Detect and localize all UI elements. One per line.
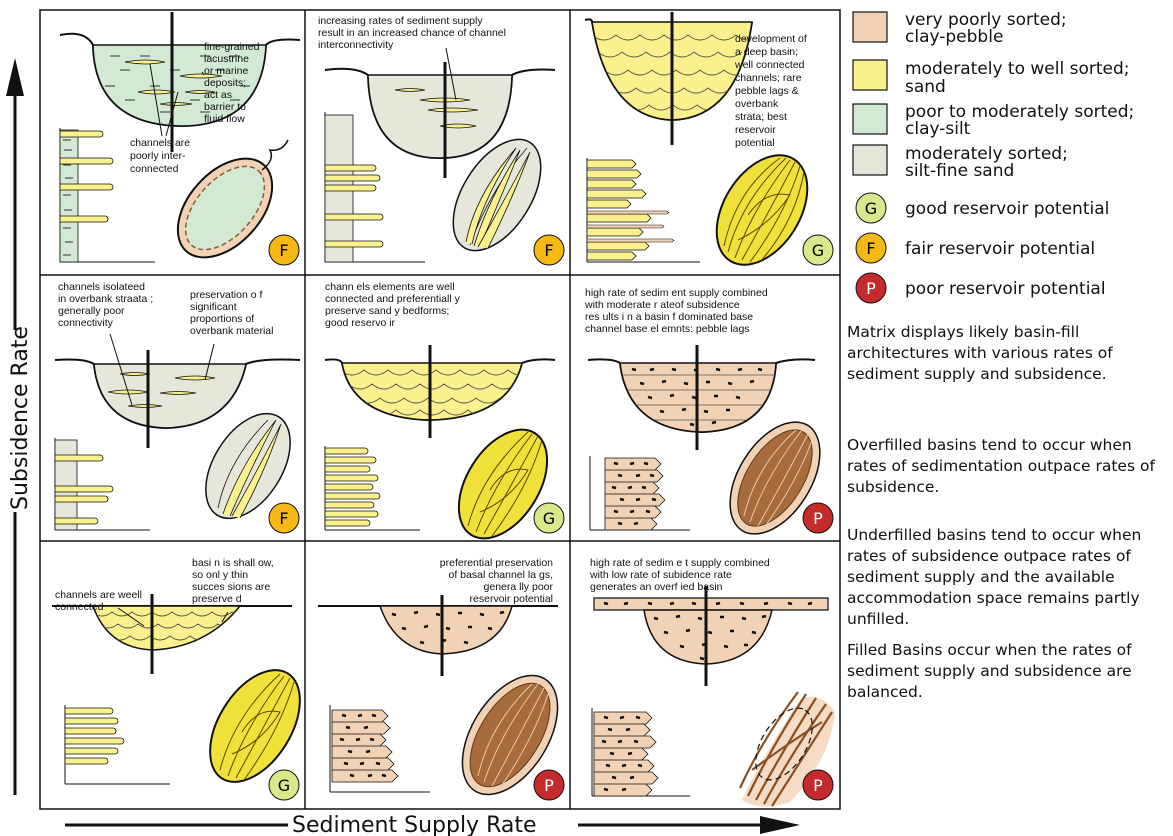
svg-text:P: P (813, 776, 823, 795)
legend-fair-potential: F fair reservoir potential (856, 233, 1095, 263)
cell-r2c1: channels isolateedin overbank straata ;g… (55, 281, 308, 533)
svg-text:F: F (866, 239, 875, 258)
svg-text:fair reservoir potential: fair reservoir potential (905, 239, 1095, 259)
stratigraphic-column (592, 708, 690, 796)
svg-text:good reservoir potential: good reservoir potential (905, 199, 1109, 219)
stratigraphic-column (325, 446, 420, 530)
svg-text:P: P (544, 776, 554, 795)
y-axis-label: Subsidence Rate (8, 326, 33, 510)
legend-good-potential: G good reservoir potential (856, 193, 1109, 223)
svg-text:silt-fine sand: silt-fine sand (905, 161, 1014, 181)
svg-text:G: G (865, 199, 877, 218)
svg-text:G: G (278, 776, 290, 795)
svg-text:development ofa deep basin;wel: development ofa deep basin;well connecte… (734, 33, 807, 149)
svg-text:high rate of sedim e t supply: high rate of sedim e t supply combinedwi… (589, 557, 770, 593)
stratigraphic-column (330, 705, 430, 792)
badge-poor: P (803, 770, 833, 800)
svg-text:P: P (813, 509, 823, 528)
basin-cross-section (585, 12, 760, 145)
note-filled: Filled Basins occur when the rates of se… (847, 640, 1172, 703)
sediment-supply-axis: Sediment Supply Rate (65, 810, 800, 836)
badge-good: G (534, 503, 564, 533)
basin-cross-section (318, 595, 558, 676)
svg-text:G: G (812, 241, 824, 260)
svg-text:poor reservoir potential: poor reservoir potential (905, 279, 1106, 299)
stratigraphic-column (65, 705, 170, 784)
subsidence-axis: Subsidence Rate (2, 58, 33, 795)
x-axis-label: Sediment Supply Rate (292, 813, 537, 836)
svg-text:P: P (866, 279, 876, 298)
note-matrix: Matrix displays likely basin-fill archit… (847, 322, 1172, 385)
svg-text:clay-pebble: clay-pebble (905, 27, 1003, 47)
svg-text:moderately to well sorted;: moderately to well sorted; (905, 59, 1130, 79)
badge-poor: P (534, 770, 564, 800)
legend: very poorly sorted; clay-pebble moderate… (853, 10, 1134, 303)
badge-good: G (803, 235, 833, 265)
svg-text:F: F (279, 241, 288, 260)
legend-item-clay-silt: poor to moderately sorted; clay-silt (853, 102, 1134, 139)
svg-text:F: F (544, 241, 553, 260)
legend-item-silt-sand: moderately sorted; silt-fine sand (853, 144, 1068, 181)
svg-text:clay-silt: clay-silt (905, 119, 971, 139)
svg-text:G: G (543, 509, 555, 528)
planform-ellipse (192, 654, 319, 797)
basin-cross-section (594, 586, 828, 686)
cell-r1c1: fine-grainedlacustrineor marinedeposits;… (60, 12, 300, 275)
badge-poor: P (803, 503, 833, 533)
note-overfilled: Overfilled basins tend to occur when rat… (847, 435, 1172, 498)
badge-fair: F (534, 235, 564, 265)
badge-fair: F (269, 503, 299, 533)
cell-r2c3: high rate of sedim ent supply combinedwi… (584, 287, 838, 550)
svg-text:sand: sand (905, 77, 946, 97)
svg-text:F: F (279, 509, 288, 528)
note-underfilled: Underfilled basins tend to occur when ra… (847, 525, 1172, 630)
legend-item-clay-pebble: very poorly sorted; clay-pebble (853, 10, 1067, 47)
stratigraphic-column (587, 158, 700, 262)
svg-text:increasing rates of sediment s: increasing rates of sediment supplyresul… (318, 15, 506, 51)
svg-text:high rate of sedim ent supply: high rate of sedim ent supply combinedwi… (584, 287, 768, 335)
stratigraphic-column (590, 456, 690, 530)
legend-item-sand: moderately to well sorted; sand (853, 59, 1130, 97)
badge-fair: F (269, 235, 299, 265)
badge-good: G (269, 770, 299, 800)
stratigraphic-column (55, 438, 150, 530)
legend-poor-potential: P poor reservoir potential (856, 273, 1106, 303)
basin-cross-section (325, 345, 555, 438)
